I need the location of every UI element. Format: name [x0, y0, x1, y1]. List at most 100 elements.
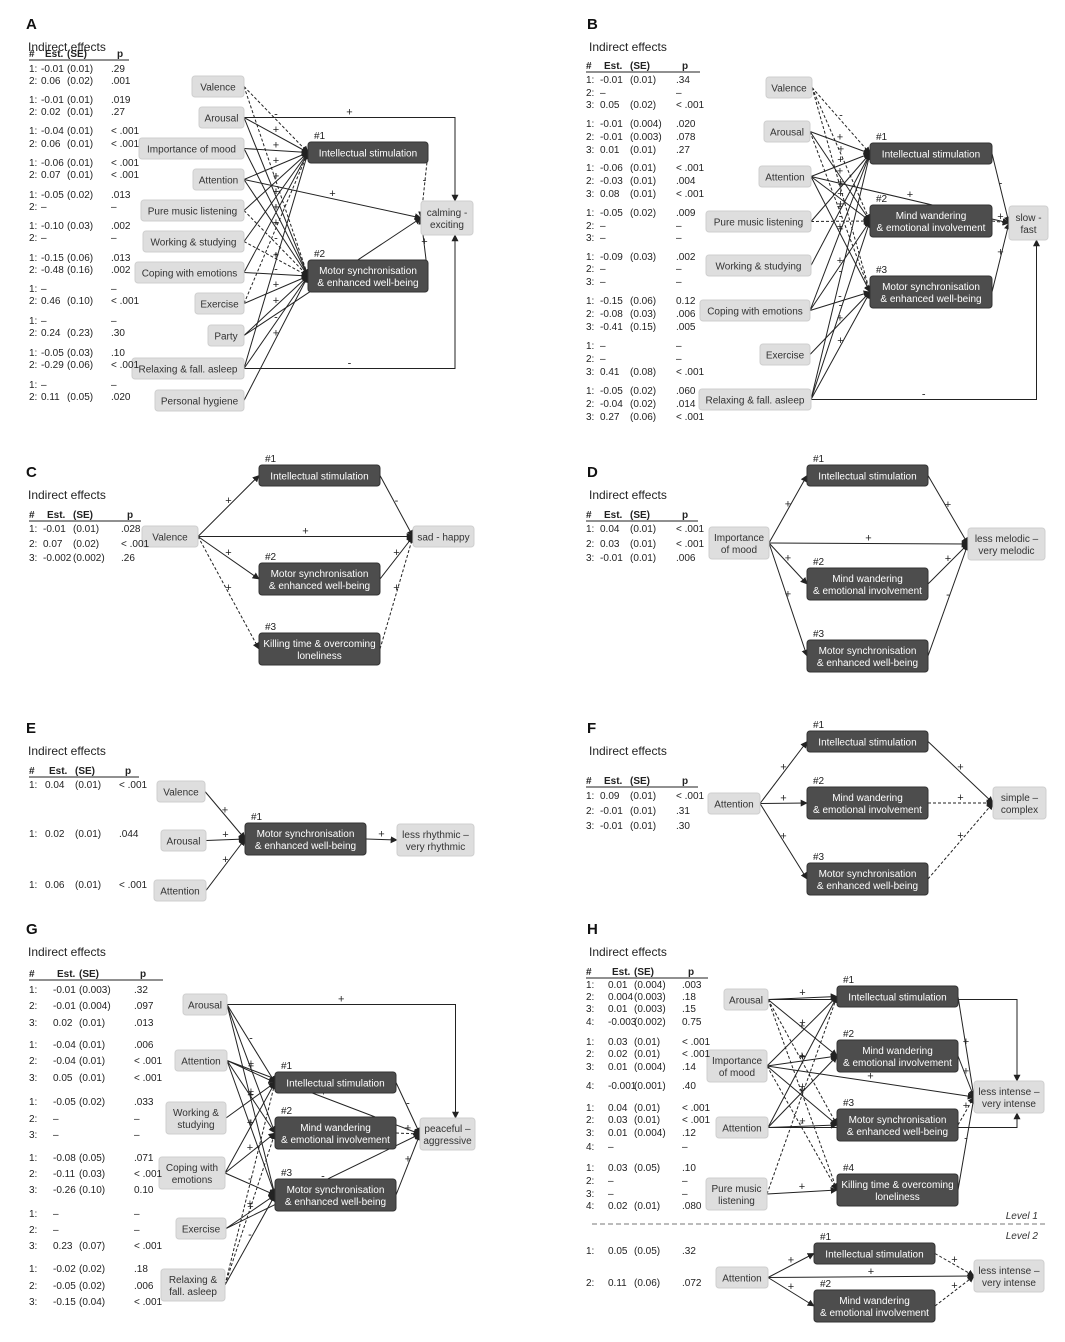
panel-b-path-relaxing-to-m2: [810, 220, 872, 400]
panel-a-row-estimate: 0.11: [41, 392, 60, 403]
panel-b-row-index: 1:: [586, 386, 594, 397]
panel-b-row-index: 2:: [586, 88, 594, 99]
panel-a-row-index: 2:: [29, 170, 37, 181]
panel-b-row-se: (0.03): [630, 252, 656, 263]
panel-h-path-sign: +: [799, 1050, 805, 1062]
panel-h-row-index: 2:: [586, 992, 594, 1003]
panel-e-path-sign: +: [222, 829, 228, 841]
panel-h-row-estimate: 0.11: [608, 1278, 627, 1289]
panel-g-title: Indirect effects: [28, 945, 106, 959]
panel-b-row-se: (0.08): [630, 367, 656, 378]
panel-g-col-header: (SE): [79, 969, 99, 980]
panel-g-path-sign: -: [248, 1229, 252, 1241]
panel-g-node-arousal-label: Arousal: [188, 1001, 222, 1012]
panel-h-row-estimate: 0.04: [608, 1103, 628, 1114]
panel-g-row-index: 2:: [29, 1225, 37, 1236]
panel-b-row-p: .009: [676, 208, 696, 219]
panel-b-row-estimate: -0.06: [600, 163, 623, 174]
panel-c-row-estimate: -0.01: [43, 524, 66, 535]
panel-d-row-p: < .001: [676, 524, 705, 535]
panel-c-path-m3-to-out: [379, 535, 415, 650]
panel-b-node-pure: [705, 210, 812, 233]
panel-g-row-se: (0.01): [79, 1018, 105, 1029]
panel-a-node-attention: [192, 168, 245, 191]
panel-a-node-arousal: [198, 106, 245, 129]
panel-e-node-out-label: less rhythmic –: [402, 830, 469, 841]
panel-g-row-index: 1:: [29, 1040, 37, 1051]
panel-h-path-sign: -: [964, 1133, 968, 1145]
panel-e-row-p: < .001: [119, 880, 148, 891]
panel-a-row-se: (0.02): [67, 76, 93, 87]
panel-e-row-se: (0.01): [75, 829, 101, 840]
panel-a-row-estimate: –: [41, 380, 47, 391]
panel-a-node-exercise: [194, 292, 245, 315]
panel-f-node-attention: [707, 792, 761, 815]
panel-h-path-importance-to-m3: [766, 1065, 838, 1126]
panel-f-col-header: Est.: [604, 776, 623, 787]
panel-h-path-sign: -: [801, 1084, 805, 1096]
panel-e-node-attention-label: Attention: [160, 887, 199, 898]
panel-h-row-estimate: -0.001: [608, 1081, 637, 1092]
panel-g-row-p: .32: [134, 985, 148, 996]
panel-g-row-se: (0.003): [79, 985, 111, 996]
panel-h-path-sign: +: [799, 1017, 805, 1029]
panel-g-row-se: (0.03): [79, 1169, 105, 1180]
panel-b-row-estimate: -0.41: [600, 322, 623, 333]
panel-f-node-attention-label: Attention: [714, 800, 753, 811]
panel-a-row-se: (0.01): [67, 95, 93, 106]
panel-a-row-se: (0.03): [67, 221, 93, 232]
panel-b-row-se: (0.02): [630, 100, 656, 111]
panel-a-title: Indirect effects: [28, 40, 106, 54]
panel-c-node-m2: [258, 562, 381, 596]
panel-h-row-p: .40: [682, 1081, 696, 1092]
panel-b-path-sign: -: [999, 177, 1003, 189]
panel-g-path-sign: -: [248, 1173, 252, 1185]
panel-b-node-coping: [699, 299, 811, 322]
panel-h-node-pure-label: listening: [718, 1196, 755, 1207]
panel-g-row-index: 3:: [29, 1018, 37, 1029]
panel-c-row-p: .26: [121, 553, 135, 564]
panel-b-row-index: 3:: [586, 145, 594, 156]
panel-h-node-attention-label: Attention: [722, 1124, 761, 1135]
panel-b-row-p: .006: [676, 309, 696, 320]
panel-b-row-se: (0.01): [630, 163, 656, 174]
panel-h-row-se: (0.05): [634, 1246, 660, 1257]
panel-d-row-p: < .001: [676, 539, 705, 550]
panel-h-node-n1-label: Intellectual stimulation: [825, 1250, 923, 1261]
panel-h-path-sign: +: [799, 1181, 805, 1193]
panel-a-node-out-label: calming -: [427, 208, 468, 219]
panel-b-letter: B: [587, 16, 598, 33]
panel-b-row-estimate: -0.15: [600, 296, 623, 307]
panel-f-path-sign: +: [780, 830, 786, 842]
panel-e-row-se: (0.01): [75, 880, 101, 891]
panel-a-path-coping-to-m2: [243, 272, 309, 280]
panel-g-path-coping-to-m1: [224, 1081, 276, 1174]
panel-b-row-se: (0.02): [630, 399, 656, 410]
panel-b-row-estimate: –: [600, 221, 606, 232]
panel-g-path-sign: +: [248, 1086, 254, 1098]
panel-a-row-p: .29: [111, 64, 125, 75]
panel-h-path-sign: +: [799, 1085, 805, 1097]
panel-h-row-se: (0.01): [634, 1201, 660, 1212]
panel-g-path-relaxing-to-m3: [224, 1194, 276, 1286]
panel-d-path-sign: +: [785, 498, 791, 510]
panel-e-node-arousal-label: Arousal: [167, 837, 201, 848]
panel-a-node-out: [420, 200, 474, 236]
panel-g-row-p: .013: [134, 1018, 154, 1029]
panel-h-row-p: < .001: [682, 1049, 711, 1060]
panel-a-row-se: (0.05): [67, 392, 93, 403]
panel-h-row-estimate: 0.02: [608, 1201, 628, 1212]
panel-b-row-p: –: [676, 264, 682, 275]
panel-h-row-p: .003: [682, 980, 702, 991]
panel-h-row-index: 3:: [586, 1004, 594, 1015]
panel-c-path-sign: -: [395, 495, 399, 507]
panel-g-row-se: (0.01): [79, 1073, 105, 1084]
panel-a-path-hygiene-to-m2: [243, 275, 309, 401]
panel-b-row-estimate: -0.01: [600, 132, 623, 143]
panel-g-path-sign: +: [247, 1089, 253, 1101]
panel-a-row-se: (0.01): [67, 126, 93, 137]
panel-h-path-sign: +: [951, 1254, 957, 1266]
panel-b-node-out: [1008, 205, 1049, 241]
panel-h-node-pure: [705, 1177, 768, 1211]
panel-h-row-index: 4:: [586, 1142, 594, 1153]
